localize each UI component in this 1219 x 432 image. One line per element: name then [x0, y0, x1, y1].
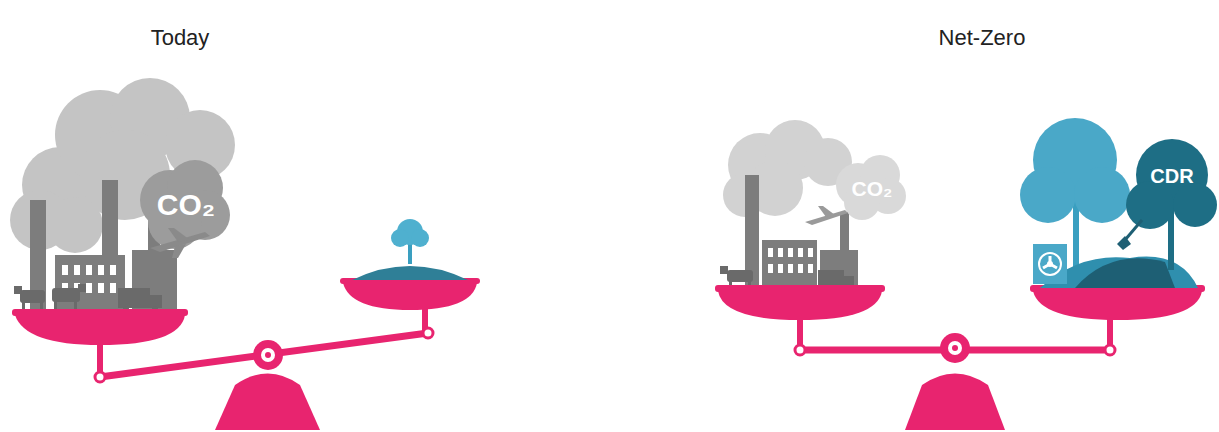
factory-window — [808, 264, 813, 273]
factory-window — [98, 283, 104, 293]
factory-window — [778, 248, 783, 257]
airplane — [818, 206, 835, 217]
airplane — [150, 228, 210, 258]
scale-beam — [1105, 345, 1115, 355]
factory-window — [798, 264, 803, 273]
factory-window — [110, 283, 116, 293]
panel-heading: Net-Zero — [939, 27, 1026, 49]
tree — [411, 229, 429, 247]
scale-beam — [795, 345, 805, 355]
cow — [14, 286, 22, 294]
factory-window — [86, 283, 92, 293]
cow — [720, 266, 728, 274]
scale-pan — [1033, 291, 1202, 320]
scale-beam — [423, 328, 433, 338]
scale-beam — [253, 340, 283, 370]
factory-window — [62, 265, 68, 275]
tree — [352, 266, 468, 280]
scale-beam — [265, 352, 271, 358]
cdr-trees — [1126, 181, 1174, 229]
factory — [762, 240, 817, 290]
scale-beam — [905, 374, 1005, 431]
co2-cloud — [836, 155, 906, 220]
truck — [150, 295, 162, 308]
panel-heading: Today — [151, 27, 210, 49]
scale-beam — [95, 372, 105, 382]
emission-cloud — [47, 197, 103, 253]
co2-cloud — [140, 160, 230, 249]
scale-pan — [718, 291, 882, 320]
cdr-trees — [1173, 183, 1217, 227]
airplane — [168, 228, 190, 242]
cdr-trees — [1125, 220, 1142, 240]
co2-label: CO₂ — [852, 178, 893, 199]
factory-window — [98, 265, 104, 275]
factory-window — [798, 248, 803, 257]
cow — [52, 288, 80, 302]
cdr-trees — [1074, 167, 1130, 223]
factory-window — [788, 264, 793, 273]
factory-window — [778, 264, 783, 273]
factory-window — [110, 265, 116, 275]
cow — [727, 270, 753, 282]
direct-air-capture-unit — [1033, 244, 1067, 284]
tree — [391, 229, 409, 247]
truck — [818, 270, 844, 287]
cdr-trees — [1075, 258, 1175, 288]
scale-pan — [343, 283, 477, 310]
emission-cloud — [723, 120, 852, 217]
airplane — [172, 244, 186, 258]
scale-beam — [795, 333, 1115, 430]
scale-beam — [948, 341, 962, 355]
direct-air-capture-unit — [1043, 256, 1057, 268]
cow — [14, 284, 86, 311]
factory-window — [768, 248, 773, 257]
scale-beam — [952, 345, 958, 351]
scale-pan — [715, 285, 885, 292]
factory-window — [768, 248, 813, 273]
truck — [118, 288, 150, 308]
factory-window — [768, 264, 773, 273]
cdr-trees — [1117, 236, 1131, 250]
airplane — [805, 206, 848, 225]
factory-window — [86, 265, 92, 275]
co2-label: CO₂ — [157, 190, 215, 220]
scale-beam — [95, 328, 433, 430]
scale-pan — [12, 278, 480, 377]
scale-beam — [261, 348, 275, 362]
direct-air-capture-unit — [1039, 253, 1061, 275]
cdr-label: CDR — [1150, 166, 1193, 186]
scale-beam — [100, 333, 428, 377]
cdr-trees — [1020, 118, 1217, 288]
cdr-trees — [1020, 167, 1076, 223]
factory-window — [808, 248, 813, 257]
tree — [352, 219, 468, 280]
factory — [55, 255, 125, 312]
direct-air-capture-unit — [1033, 244, 1067, 284]
truck — [118, 288, 162, 312]
factory-window — [74, 265, 80, 275]
scale-pan — [15, 315, 185, 345]
cow — [78, 284, 86, 292]
cow — [20, 290, 45, 303]
scale-beam — [940, 333, 970, 363]
scale-beam — [215, 374, 320, 431]
factory-window — [788, 248, 793, 257]
scale-pan — [12, 309, 188, 316]
